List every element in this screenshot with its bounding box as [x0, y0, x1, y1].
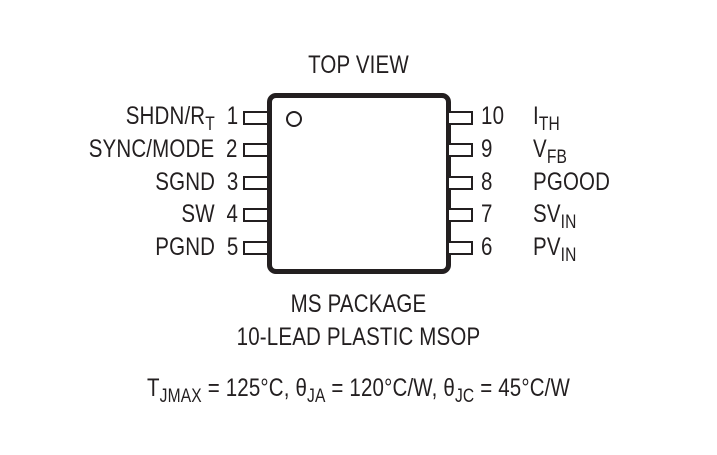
- pin-7-lead: [449, 208, 473, 222]
- pin-3-label: SGND 3: [155, 170, 238, 195]
- pin-2-lead: [243, 143, 267, 157]
- pin-name: PGND: [154, 233, 215, 261]
- pin-name: SGND: [154, 168, 215, 196]
- pin-6-number: 6: [481, 233, 493, 261]
- pin-1-label: SHDN/RT 1: [125, 102, 238, 135]
- pin-1-lead: [243, 111, 267, 125]
- pin-name: PGOOD: [533, 168, 611, 196]
- pin-8-lead: [449, 176, 473, 190]
- package-name: MS PACKAGE: [290, 290, 427, 318]
- pin1-indicator-dot: [286, 111, 302, 127]
- pin-10-name: ITH: [533, 102, 560, 135]
- pin-number: 1: [226, 102, 238, 130]
- pin-number: 5: [226, 233, 238, 261]
- pin-number: 3: [226, 168, 238, 196]
- pin-6-lead: [449, 241, 473, 255]
- pin-3-lead: [243, 176, 267, 190]
- theta-jc-subscript: JC: [454, 386, 475, 407]
- tjmax-symbol: T: [146, 374, 160, 402]
- pin-9-name: VFB: [533, 135, 567, 168]
- pin-name-subscript: IN: [560, 245, 577, 266]
- pin-7-number: 7: [481, 200, 493, 228]
- pin-name-subscript: FB: [546, 147, 568, 168]
- pin-name-subscript: IN: [560, 212, 577, 233]
- pin-9-number: 9: [481, 135, 493, 163]
- top-view-title: TOP VIEW: [308, 51, 409, 79]
- pin-number: 2: [226, 135, 238, 163]
- pin-9-lead: [449, 143, 473, 157]
- pin-name: SW: [181, 200, 215, 228]
- tjmax-subscript: JMAX: [159, 386, 202, 407]
- pin-10-number: 10: [481, 102, 505, 130]
- pin-name: SYNC/MODE: [89, 135, 215, 163]
- pin-4-label: SW 4: [181, 202, 238, 227]
- pin-5-label: PGND 5: [155, 235, 238, 260]
- pin-number: 4: [226, 200, 238, 228]
- pin-8-name: PGOOD: [533, 170, 610, 195]
- thermal-specs: TJMAX = 125°C, θJA = 120°C/W, θJC = 45°C…: [65, 374, 653, 407]
- pin-8-number: 8: [481, 168, 493, 196]
- theta-jc-symbol: θ: [443, 374, 455, 402]
- pin-name: I: [533, 102, 539, 130]
- pin-2-label: SYNC/MODE 2: [89, 137, 238, 162]
- theta-jc-value: = 45°C/W: [474, 374, 571, 402]
- theta-ja-symbol: θ: [295, 374, 308, 402]
- pin-5-lead: [243, 241, 267, 255]
- pin-name-subscript: T: [205, 114, 215, 135]
- pin-10-lead: [449, 111, 473, 125]
- pin-6-name: PVIN: [533, 233, 577, 266]
- pin-name: V: [533, 135, 547, 163]
- theta-ja-value: = 120°C/W,: [325, 374, 444, 402]
- pin-name: SV: [533, 200, 561, 228]
- pin-name: SHDN/R: [125, 102, 206, 130]
- theta-ja-subscript: JA: [307, 386, 326, 407]
- tjmax-value: = 125°C,: [201, 374, 296, 402]
- pin-name: PV: [533, 233, 561, 261]
- package-description: 10-LEAD PLASTIC MSOP: [236, 323, 481, 351]
- pin-name-subscript: TH: [538, 114, 560, 135]
- pin-7-name: SVIN: [533, 200, 577, 233]
- pin-4-lead: [243, 208, 267, 222]
